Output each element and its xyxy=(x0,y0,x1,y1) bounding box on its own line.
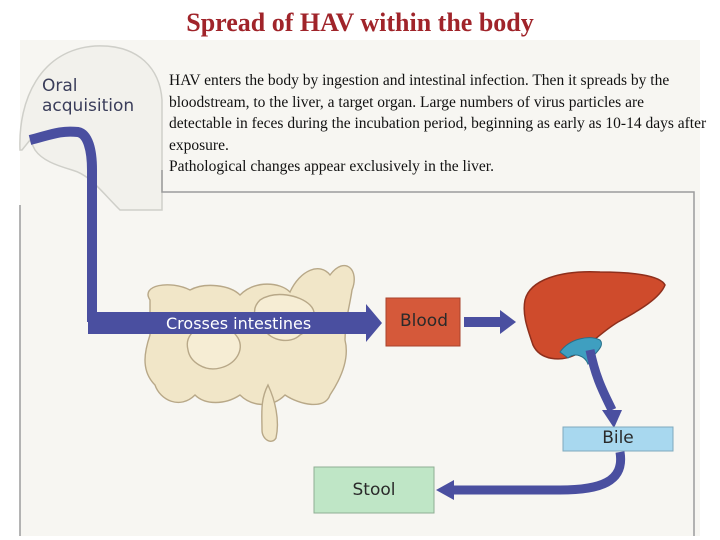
oral-label-line2: acquisition xyxy=(42,96,135,116)
bile-box xyxy=(562,426,674,452)
liver xyxy=(523,271,666,360)
crosses-intestines-label: Crosses intestines xyxy=(166,314,312,333)
blood-box xyxy=(385,297,461,347)
blood-arrow-head xyxy=(500,310,516,334)
bile-to-stool-arrow-head xyxy=(436,480,454,500)
stool-label: Stool xyxy=(352,480,396,500)
liver-to-bile-arrow xyxy=(585,349,617,412)
head-silhouette xyxy=(19,45,163,211)
intestine-arrow-shaft xyxy=(88,312,368,334)
blood-arrow-shaft xyxy=(464,317,502,327)
bile-label: Bile xyxy=(602,428,634,448)
stool-box xyxy=(313,466,435,514)
liver-to-bile-arrow-head xyxy=(602,410,622,428)
caption-paragraph: HAV enters the body by ingestion and int… xyxy=(169,72,707,154)
blood-label: Blood xyxy=(400,311,448,331)
frame-line xyxy=(19,170,695,536)
bile-to-stool-arrow xyxy=(452,451,626,495)
caption-text: HAV enters the body by ingestion and int… xyxy=(169,70,709,178)
caption-conclusion: Pathological changes appear exclusively … xyxy=(169,158,494,175)
slide-title: Spread of HAV within the body xyxy=(186,8,534,37)
oral-label-line1: Oral xyxy=(42,76,78,96)
intestine-arrow-head xyxy=(366,304,382,342)
intestines-illustration xyxy=(144,264,355,442)
esophagus-tube xyxy=(28,126,97,322)
oral-acquisition-label: Oral acquisition xyxy=(42,76,134,116)
